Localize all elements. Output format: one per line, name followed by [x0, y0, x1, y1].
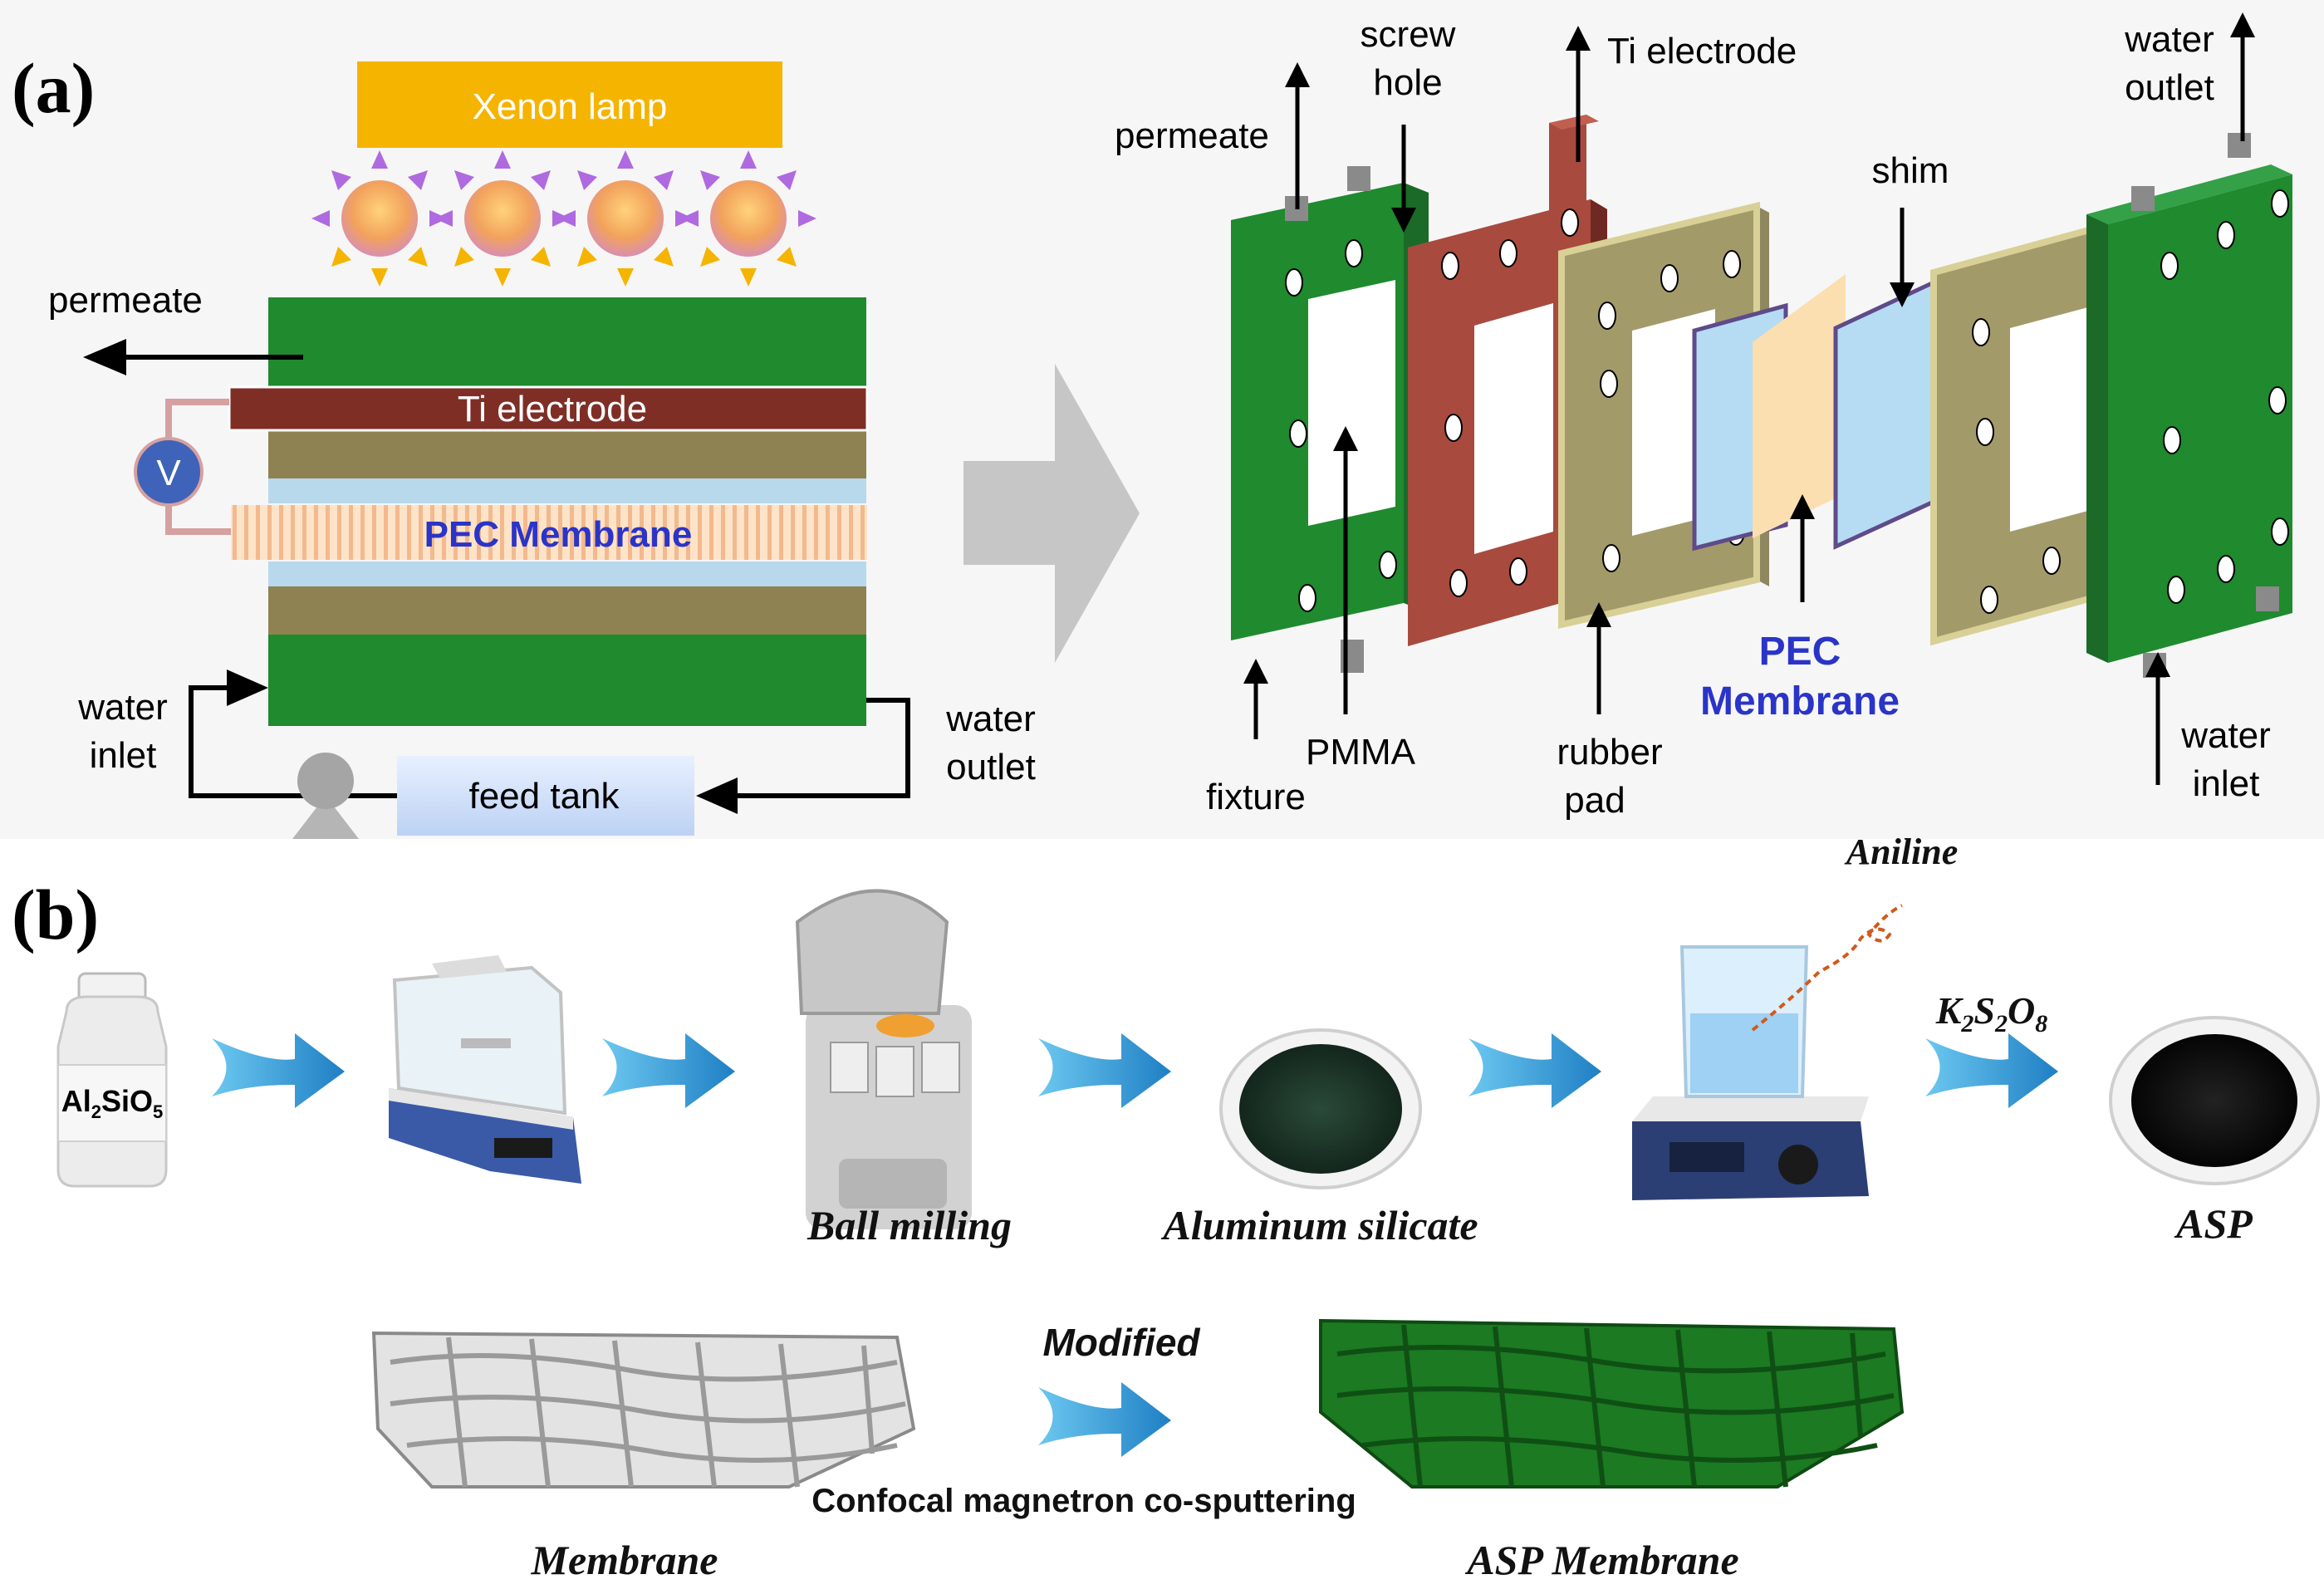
- asp-membrane-scaffold: [1319, 1318, 1905, 1489]
- rubber-layer-top: [268, 429, 866, 478]
- exploded-water-outlet-line1: water: [2124, 19, 2214, 60]
- rubber-pad-plate-2: [1930, 218, 2128, 646]
- sun-icon: [311, 150, 448, 287]
- pec-membrane-label: PEC Membrane: [424, 514, 693, 555]
- feed-tank-label: feed tank: [468, 776, 620, 817]
- membrane-label: Membrane: [531, 1537, 718, 1583]
- arrow-icon: [1038, 1033, 1171, 1108]
- exploded-rubber-label-line2: pad: [1564, 780, 1625, 821]
- rubber-layer-bottom: [268, 586, 866, 635]
- ball-mill: [795, 889, 972, 1229]
- light-suns: [311, 150, 816, 287]
- voltmeter-circuit: V: [134, 399, 231, 535]
- oxidant-label: K2S2O8: [1935, 989, 2048, 1037]
- exploded-rubber-label-line1: rubber: [1557, 732, 1662, 772]
- transition-arrow: [963, 364, 1140, 663]
- permeate-label: permeate: [48, 280, 203, 321]
- water-loop: feed tank: [189, 669, 910, 839]
- xenon-lamp: Xenon lamp: [357, 61, 782, 148]
- exploded-screw-label-line1: screw: [1361, 14, 1456, 55]
- water-inlet-label-line2: inlet: [90, 735, 157, 776]
- exploded-pec-label-line2: Membrane: [1700, 679, 1900, 723]
- aluminum-silicate-label: Aluminum silicate: [1160, 1202, 1478, 1248]
- exploded-screw-label-line2: hole: [1373, 62, 1442, 103]
- right-fixture-plate: [2086, 133, 2292, 678]
- water-inlet-label-line1: water: [77, 687, 168, 728]
- ball-milling-label: Ball milling: [807, 1202, 1012, 1248]
- water-layer-bottom: [268, 562, 866, 586]
- exploded-permeate-label: permeate: [1115, 115, 1269, 156]
- ti-electrode-label: Ti electrode: [458, 389, 647, 429]
- aluminum-silicate-bowl: [1219, 1028, 1422, 1189]
- sun-icon: [680, 150, 816, 287]
- arrow-icon: [602, 1033, 735, 1108]
- voltmeter-icon: [134, 437, 203, 507]
- asp-label: ASP: [2174, 1200, 2253, 1247]
- arrow-icon: [212, 1033, 345, 1108]
- exploded-fixture-label: fixture: [1206, 777, 1306, 817]
- top-fixture-layer: [268, 297, 866, 389]
- water-outlet-label-line2: outlet: [946, 747, 1036, 787]
- feed-tank: [397, 756, 694, 836]
- exploded-annotations: [1243, 12, 2255, 785]
- left-fixture-plate: [1231, 166, 1429, 673]
- pec-membrane-sheet: [1753, 274, 1846, 538]
- shim-sheet-2: [1833, 279, 1936, 550]
- panel-b-label: (b): [12, 875, 99, 954]
- exploded-water-outlet-line2: outlet: [2125, 67, 2214, 108]
- pec-membrane-bar: [231, 505, 867, 560]
- ti-electrode-bar: [228, 385, 869, 432]
- xenon-lamp-label: Xenon lamp: [473, 86, 668, 127]
- arrow-icon: [1468, 1033, 1601, 1108]
- sputtering-label: Confocal magnetron co-sputtering: [811, 1483, 1356, 1519]
- process-arrows: [212, 1033, 2058, 1457]
- exploded-ti-electrode-label: Ti electrode: [1607, 31, 1797, 71]
- exploded-pmma-label: PMMA: [1306, 732, 1416, 772]
- voltmeter-label: V: [156, 453, 181, 493]
- asp-bowl: [2109, 1016, 2320, 1185]
- modified-label: Modified: [1042, 1321, 1200, 1364]
- sun-icon: [557, 150, 694, 287]
- panel-a-label: (a): [12, 48, 95, 128]
- water-outlet-label-line1: water: [945, 699, 1036, 739]
- pec-cell-stack: Ti electrode PEC Membrane: [228, 297, 869, 726]
- aniline-label: Aniline: [1844, 831, 1959, 872]
- water-layer-top: [268, 478, 866, 503]
- arrow-icon: [1925, 1033, 2058, 1108]
- plain-membrane-scaffold: [371, 1331, 916, 1489]
- analytical-balance: [389, 955, 581, 1184]
- exploded-assembly: [1231, 115, 2292, 678]
- pump-icon: [292, 753, 359, 839]
- magnetic-stirrer: [1632, 904, 1903, 1200]
- arrow-icon: [1038, 1382, 1171, 1457]
- exploded-pec-label-line1: PEC: [1759, 630, 1841, 674]
- exploded-shim-label: shim: [1872, 150, 1949, 191]
- exploded-water-inlet-line1: water: [2180, 715, 2271, 756]
- bottom-fixture-layer: [268, 635, 866, 726]
- asp-membrane-label: ASP Membrane: [1464, 1537, 1738, 1583]
- exploded-water-inlet-line2: inlet: [2193, 763, 2260, 804]
- al2sio5-bottle: Al2SiO5: [56, 972, 168, 1188]
- bottle-label: Al2SiO5: [61, 1084, 164, 1122]
